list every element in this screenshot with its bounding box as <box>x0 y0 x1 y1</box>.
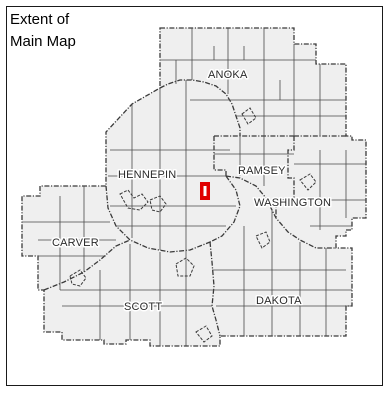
municipal-boundaries <box>22 28 366 346</box>
county-boundaries <box>43 79 346 337</box>
county-label-hennepin: HENNEPIN <box>118 169 176 181</box>
anoka-hennepin-border <box>159 79 241 136</box>
main-map-extent-inner <box>203 186 207 196</box>
county-labels: ANOKA HENNEPIN RAMSEY WASHINGTON CARVER … <box>51 68 333 315</box>
city-outlines <box>69 107 317 343</box>
county-label-carver: CARVER <box>52 237 99 249</box>
county-label-dakota: DAKOTA <box>256 295 302 307</box>
county-label-scott: SCOTT <box>124 301 162 313</box>
map-title-line1: Extent of <box>10 11 70 28</box>
scott-dakota-border <box>209 241 221 337</box>
county-label-anoka: ANOKA <box>208 69 248 81</box>
hennepin-south-border <box>105 185 211 253</box>
hennepin-ramsey-border <box>213 136 227 176</box>
metro-region-outline <box>21 27 367 347</box>
hennepin-dakota-border <box>209 175 241 243</box>
county-label-ramsey: RAMSEY <box>238 165 286 177</box>
county-label-washington: WASHINGTON <box>254 197 331 209</box>
ramsey-dakota-border <box>225 175 336 249</box>
map-title-line2: Main Map <box>10 33 76 50</box>
carver-scott-border <box>43 239 131 291</box>
ramsey-washington-border <box>275 136 295 218</box>
map-title: Extent of Main Map <box>10 9 76 53</box>
